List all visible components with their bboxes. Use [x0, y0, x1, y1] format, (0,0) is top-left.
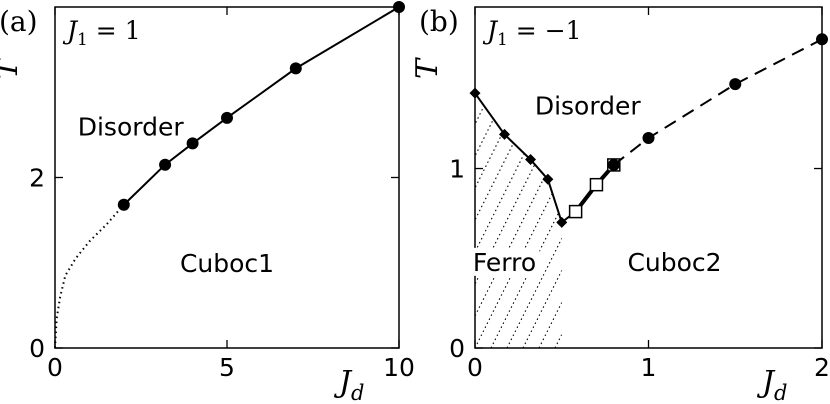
series-line-dashed	[613, 38, 823, 166]
data-point-circle	[289, 62, 302, 75]
hatch-line	[475, 107, 484, 348]
hatch-line	[203, 108, 323, 348]
hatch-line	[731, 108, 830, 348]
plot-frame	[54, 6, 400, 349]
x-tick-label: 1	[641, 353, 657, 382]
hatch-line	[522, 107, 562, 348]
region-label-cuboc1: Cuboc1	[180, 249, 274, 278]
x-label-symbol: J	[756, 365, 776, 400]
hatch-line	[331, 108, 451, 348]
region-label-disorder: Disorder	[78, 112, 185, 141]
data-point-diamond	[469, 87, 481, 99]
ferro-hatching	[155, 107, 830, 348]
region-label-bg	[469, 247, 540, 276]
x-tick-label: 5	[219, 353, 235, 382]
x-axis-label: Jd	[756, 365, 787, 404]
hatch-line	[475, 107, 562, 348]
hatch-line	[187, 108, 307, 348]
hatch-line	[571, 108, 691, 348]
hatch-line	[635, 108, 755, 348]
region-label-cuboc2: Cuboc2	[627, 248, 721, 277]
data-point-square	[589, 177, 604, 192]
region-label-disorder: Disorder	[535, 92, 642, 121]
coupling-symbol: J	[482, 16, 499, 45]
hatch-line	[811, 108, 830, 348]
hatch-line	[283, 108, 403, 348]
coupling-annotation: J1 = 1	[62, 16, 141, 50]
hatch-line	[219, 108, 339, 348]
hatch-line	[475, 107, 562, 348]
y-axis-label: T	[0, 57, 25, 79]
series-line-dotted	[54, 204, 125, 349]
x-tick-label: 0	[467, 353, 483, 382]
hatch-line	[506, 107, 562, 348]
hatch-line	[667, 108, 787, 348]
hatch-line	[251, 108, 371, 348]
data-point-square	[568, 204, 583, 219]
hatch-line	[795, 108, 830, 348]
x-axis-label: Jd	[333, 365, 364, 404]
x-tick-label: 10	[383, 353, 415, 382]
region-label-ferro: Ferro	[473, 248, 536, 277]
x-tick-label: 2	[814, 353, 830, 382]
hatch-line	[347, 108, 467, 348]
plot-frame	[474, 6, 823, 349]
panel-label: (a)	[0, 5, 38, 38]
hatch-line	[475, 107, 500, 348]
coupling-annotation: J1 = −1	[482, 16, 582, 50]
series-line-solid	[123, 6, 400, 206]
x-label-symbol: J	[333, 365, 353, 400]
hatch-line	[619, 108, 739, 348]
hatch-line	[603, 108, 723, 348]
coupling-value: = 1	[88, 16, 141, 45]
hatch-line	[683, 108, 803, 348]
data-point-circle	[729, 78, 742, 91]
data-point-diamond	[498, 128, 510, 140]
y-tick-label: 0	[29, 334, 45, 363]
data-point-circle	[642, 132, 655, 145]
data-point-diamond	[542, 173, 554, 185]
hatch-line	[587, 108, 707, 348]
hatch-line	[235, 108, 355, 348]
hatch-line	[267, 108, 387, 348]
x-label-subscript: d	[351, 381, 364, 404]
hatch-line	[715, 108, 830, 348]
y-tick-label: 1	[449, 155, 465, 184]
hatch-line	[538, 107, 562, 348]
coupling-subscript: 1	[497, 30, 508, 50]
data-point-circle	[159, 158, 172, 171]
hatch-line	[475, 107, 548, 348]
data-point-circle	[221, 111, 233, 124]
data-point-circle	[186, 137, 199, 150]
coupling-symbol: J	[62, 16, 79, 45]
data-point-circle	[607, 158, 620, 171]
y-axis-label: T	[410, 57, 445, 79]
hatch-line	[155, 108, 275, 348]
hatch-line	[747, 108, 830, 348]
hatch-line	[475, 107, 562, 348]
x-label-subscript: d	[774, 381, 787, 404]
hatch-line	[651, 108, 771, 348]
hatch-line	[299, 108, 419, 348]
y-tick-label: 0	[449, 334, 465, 363]
y-tick-label: 2	[29, 164, 45, 193]
data-point-circle	[816, 33, 828, 46]
panel-label: (b)	[419, 5, 459, 38]
hatch-line	[475, 107, 516, 348]
data-point-diamond	[525, 154, 537, 166]
hatch-line	[315, 108, 435, 348]
data-point-circle	[393, 1, 405, 13]
x-tick-label: 0	[47, 353, 63, 382]
hatch-line	[554, 107, 562, 348]
coupling-value: = −1	[508, 16, 582, 45]
hatch-line	[763, 108, 830, 348]
coupling-subscript: 1	[77, 30, 88, 50]
hatch-line	[699, 108, 819, 348]
hatch-line	[490, 107, 562, 348]
